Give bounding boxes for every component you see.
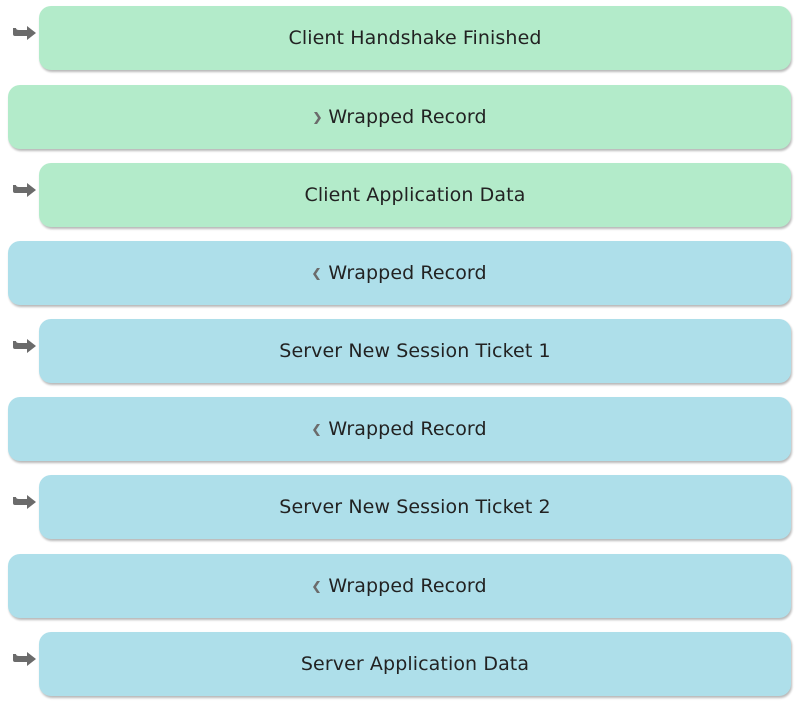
message-label: Server Application Data (300, 653, 530, 675)
curved-arrow-right-icon (13, 339, 36, 353)
message-row-client-handshake-finished[interactable]: Client Handshake Finished (0, 6, 800, 72)
chevron-left-icon (313, 424, 321, 436)
record-box[interactable]: Wrapped Record (8, 554, 791, 618)
curved-arrow-right-icon (13, 26, 36, 40)
curved-arrow-right-icon (13, 495, 36, 509)
wrapped-record-row-incoming[interactable]: Wrapped Record (0, 241, 800, 307)
curved-arrow-right-icon (13, 183, 36, 197)
chevron-right-icon (314, 112, 322, 124)
record-box[interactable]: Wrapped Record (8, 85, 791, 149)
record-label: Wrapped Record (328, 262, 487, 284)
wrapped-record-row-incoming[interactable]: Wrapped Record (0, 397, 800, 463)
record-box[interactable]: Wrapped Record (8, 397, 791, 461)
message-row-server-new-session-ticket-1[interactable]: Server New Session Ticket 1 (0, 319, 800, 385)
curved-arrow-right-icon (13, 652, 36, 666)
message-row-server-new-session-ticket-2[interactable]: Server New Session Ticket 2 (0, 475, 800, 541)
chevron-left-icon (313, 268, 321, 280)
message-box[interactable]: Server New Session Ticket 1 (39, 319, 791, 383)
message-box[interactable]: Server Application Data (39, 632, 791, 696)
wrapped-record-row-outgoing[interactable]: Wrapped Record (0, 85, 800, 151)
message-label: Client Application Data (304, 184, 526, 206)
message-box[interactable]: Server New Session Ticket 2 (39, 475, 791, 539)
record-box[interactable]: Wrapped Record (8, 241, 791, 305)
message-box[interactable]: Client Handshake Finished (39, 6, 791, 70)
message-label: Server New Session Ticket 1 (279, 340, 551, 362)
message-label: Server New Session Ticket 2 (279, 496, 551, 518)
chevron-left-icon (313, 581, 321, 593)
message-row-client-application-data[interactable]: Client Application Data (0, 163, 800, 229)
wrapped-record-row-incoming[interactable]: Wrapped Record (0, 554, 800, 620)
record-label: Wrapped Record (328, 106, 487, 128)
message-row-server-application-data[interactable]: Server Application Data (0, 632, 800, 698)
message-box[interactable]: Client Application Data (39, 163, 791, 227)
record-label: Wrapped Record (328, 575, 487, 597)
message-label: Client Handshake Finished (288, 27, 542, 49)
record-label: Wrapped Record (328, 418, 487, 440)
